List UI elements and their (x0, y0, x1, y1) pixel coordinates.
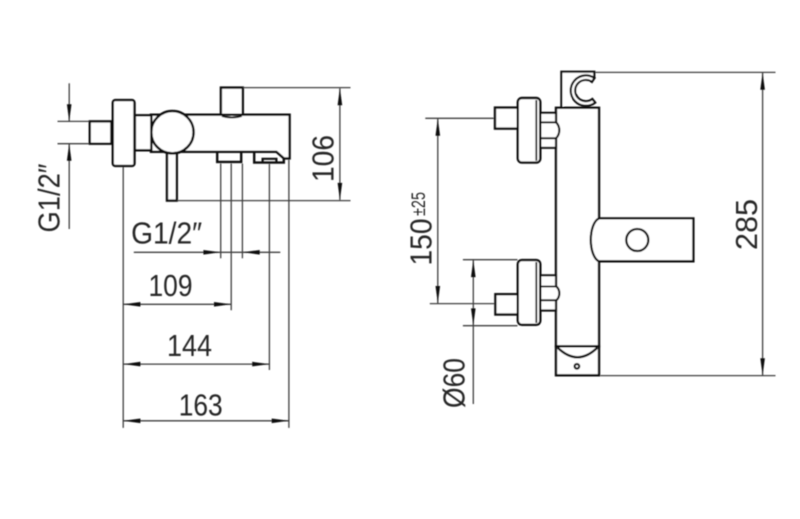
svg-text:106: 106 (306, 135, 341, 182)
svg-text:150: 150 (404, 219, 439, 266)
svg-text:Ø60: Ø60 (437, 358, 472, 408)
svg-text:109: 109 (149, 268, 193, 303)
svg-text:144: 144 (167, 328, 212, 363)
svg-text:G1/2″: G1/2″ (131, 216, 202, 251)
svg-text:G1/2″: G1/2″ (32, 163, 67, 232)
svg-text:±25: ±25 (409, 192, 430, 216)
svg-text:285: 285 (729, 199, 764, 250)
svg-text:163: 163 (179, 388, 223, 423)
